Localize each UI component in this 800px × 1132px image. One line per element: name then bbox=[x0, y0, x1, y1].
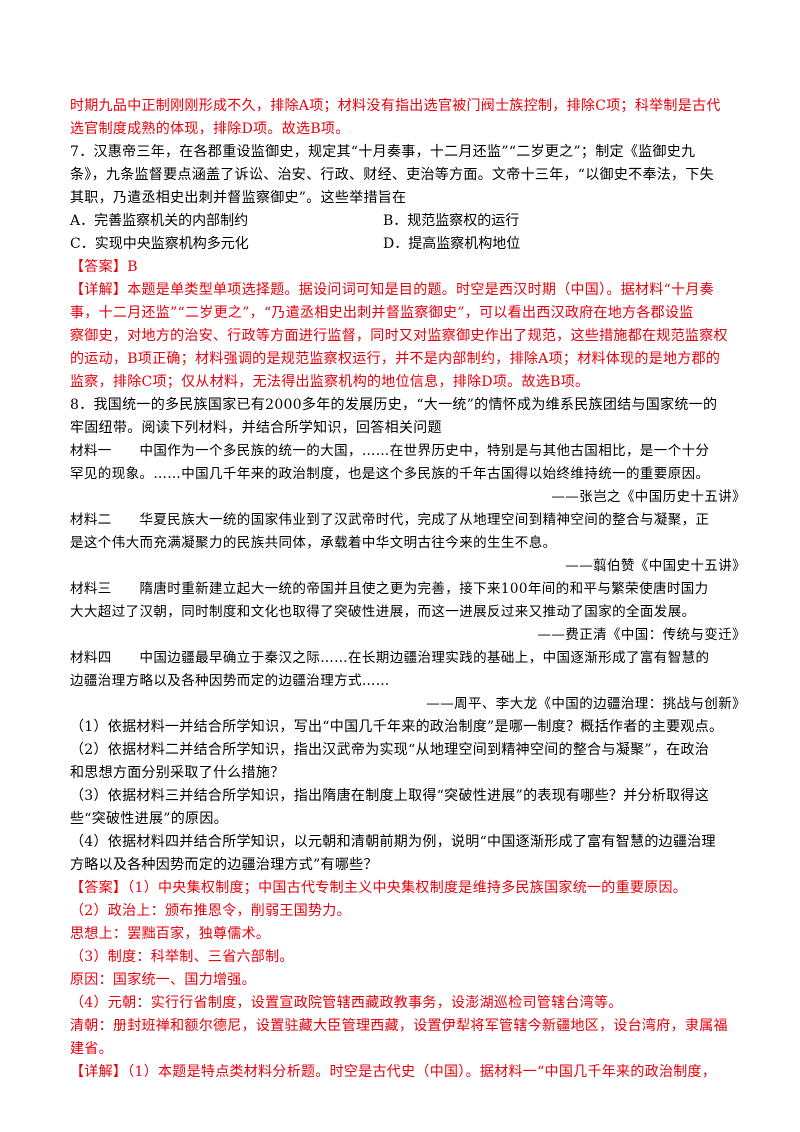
material-two-source: ——翦伯赞《中国史十五讲》 bbox=[565, 558, 746, 574]
answer-line: （3）制度：科举制、三省六部制。 bbox=[70, 949, 294, 965]
explanation-line: 监察，排除C项；仅从材料，无法得出监察机构的地位信息，排除D项。故选B项。 bbox=[70, 374, 590, 390]
explanation-line: 时期九品中正制刚刚形成不久，排除A项；材料没有指出选官被门阀士族控制，排除C项；… bbox=[70, 98, 721, 114]
answer-line: 建省。 bbox=[70, 1041, 113, 1057]
explanation-line: 的运动，B项正确；材料强调的是规范监察权运行，并不是内部制约，排除A项；材料体现… bbox=[70, 351, 721, 367]
explanation-line: 【详解】本题是单类型单项选择题。据设问词可知是目的题。时空是西汉时期（中国）。据… bbox=[70, 282, 714, 298]
material-one-line: 材料一 中国作为一个多民族的统一的大国，……在世界历史中，特别是与其他古国相比，… bbox=[70, 443, 710, 459]
sub-question-line: （1）依据材料一并结合所学知识，写出“中国几千年来的政治制度”是哪一制度？概括作… bbox=[70, 719, 724, 735]
answer-line: 原因：国家统一、国力增强。 bbox=[70, 972, 256, 988]
sub-question-line: （2）依据材料二并结合所学知识，指出汉武帝为实现“从地理空间到精神空间的整合与凝… bbox=[70, 742, 710, 758]
option-d: D．提高监察机构地位 bbox=[383, 236, 521, 252]
sub-question-line: 和思想方面分别采取了什么措施？ bbox=[70, 765, 285, 781]
material-two-line: 材料二 华夏民族大一统的国家伟业到了汉武帝时代，完成了从地理空间到精神空间的整合… bbox=[70, 512, 710, 528]
question-stem-line: 条》，九条监督要点涵盖了诉讼、治安、行政、财经、吏治等方面。文帝十三年，“以御史… bbox=[70, 167, 714, 183]
sub-question-line: 些“突破性进展”的原因。 bbox=[70, 811, 228, 827]
question-stem-line: 8．我国统一的多民族国家已有2000多年的发展历史，“大一统”的情怀成为维系民族… bbox=[70, 397, 718, 413]
answer-line: 思想上：罢黜百家，独尊儒术。 bbox=[70, 926, 271, 942]
material-three-line: 大大超过了汉朝，同时制度和文化也取得了突破性进展，而这一进展反过来又推动了国家的… bbox=[70, 604, 696, 620]
material-one-line: 罕见的现象。……中国几千年来的政治制度，也是这个多民族的千年古国得以始终维持统一… bbox=[70, 466, 710, 482]
material-one-source: ——张岂之《中国历史十五讲》 bbox=[551, 489, 746, 505]
answer-line: （2）政治上：颁布推恩令，削弱王国势力。 bbox=[70, 903, 351, 919]
option-a: A．完善监察机关的内部制约 bbox=[70, 213, 249, 229]
sub-question-line: （4）依据材料四并结合所学知识，以元朝和清朝前期为例，说明“中国逐渐形成了富有智… bbox=[70, 834, 716, 850]
explanation-line: 【详解】（1）本题是特点类材料分析题。时空是古代史（中国）。据材料一“中国几千年… bbox=[70, 1064, 717, 1080]
explanation-line: 察御史，对地方的治安、行政等方面进行监督，同时又对监察御史作出了规范，这些措施都… bbox=[70, 328, 728, 344]
answer-label: 【答案】B bbox=[70, 259, 138, 275]
answer-line: 【答案】（1）中央集权制度；中国古代专制主义中央集权制度是维持多民族国家统一的重… bbox=[70, 880, 688, 896]
question-stem-line: 其职，乃遣丞相史出刺并督监察御史”。这些举措旨在 bbox=[70, 190, 407, 206]
material-four-line: 边疆治理方略以及各种因势而定的边疆治理方式…… bbox=[70, 673, 390, 689]
option-c: C．实现中央监察机构多元化 bbox=[70, 236, 249, 252]
material-three-source: ——费正清《中国：传统与变迁》 bbox=[537, 627, 746, 643]
option-b: B．规范监察权的运行 bbox=[383, 213, 520, 229]
answer-line: （4）元朝：实行行省制度，设置宣政院管辖西藏政教事务，设澎湖巡检司管辖台湾等。 bbox=[70, 995, 623, 1011]
sub-question-line: （3）依据材料三并结合所学知识，指出隋唐在制度上取得“突破性进展”的表现有哪些？… bbox=[70, 788, 710, 804]
material-two-line: 是这个伟大而充满凝聚力的民族共同体，承载着中华文明古往今来的生生不息。 bbox=[70, 535, 557, 551]
question-stem-line: 7．汉惠帝三年，在各郡重设监御史，规定其“十月奏事，十二月还监”“二岁更之”；制… bbox=[70, 144, 696, 160]
answer-line: 清朝：册封班禅和额尔德尼，设置驻藏大臣管理西藏，设置伊犁将军管辖今新疆地区，设台… bbox=[70, 1018, 728, 1034]
material-four-source: ——周平、李大龙《中国的边疆治理：挑战与创新》 bbox=[426, 696, 746, 712]
explanation-line: 事，十二月还监”“二岁更之”，“乃遣丞相史出刺并督监察御史”，可以看出西汉政府在… bbox=[70, 305, 694, 321]
material-three-line: 材料三 隋唐时重新建立起大一统的帝国并且使之更为完善，接下来100年间的和平与繁… bbox=[70, 581, 709, 597]
question-stem-line: 牢固纽带。阅读下列材料，并结合所学知识，回答相关问题 bbox=[70, 420, 442, 436]
sub-question-line: 方略以及各种因势而定的边疆治理方式”有哪些？ bbox=[70, 857, 378, 873]
explanation-line: 选官制度成熟的体现，排除D项。故选B项。 bbox=[70, 121, 350, 137]
material-four-line: 材料四 中国边疆最早确立于秦汉之际……在长期边疆治理实践的基础上，中国逐渐形成了… bbox=[70, 650, 710, 666]
